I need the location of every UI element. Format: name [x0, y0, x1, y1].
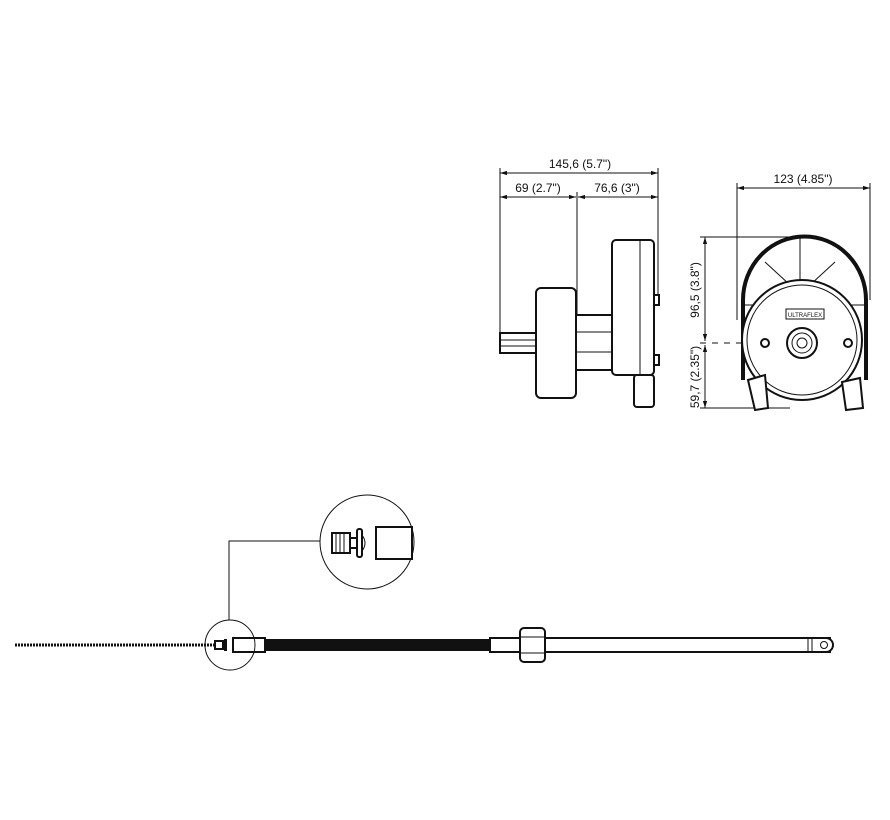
upper-height-label: 96,5 (3.8") [688, 262, 702, 318]
overall-width-label: 145,6 (5.7") [549, 157, 611, 171]
cable-jacket [265, 639, 490, 651]
rear-depth-label: 69 (2.7") [515, 181, 561, 195]
detail-marker-circle [204, 619, 256, 671]
front-view: 123 (4.85") 96,5 (3.8") 59,7 (2.35") ULT… [688, 172, 871, 412]
fitting-detail [319, 494, 415, 590]
front-dimensions: 123 (4.85") 96,5 (3.8") 59,7 (2.35") [688, 172, 871, 409]
sleeve-nut [519, 627, 546, 663]
steering-cable [15, 494, 834, 671]
side-dimensions: 145,6 (5.7") 69 (2.7") 76,6 (3") [499, 157, 659, 345]
lower-height-label: 59,7 (2.35") [688, 346, 702, 408]
eye-hole [820, 641, 828, 649]
shaft-hub [786, 327, 818, 359]
side-body [499, 239, 660, 408]
leader-line [228, 540, 320, 620]
width-label: 123 (4.85") [774, 172, 833, 186]
logo-plate [785, 308, 825, 320]
side-view: 145,6 (5.7") 69 (2.7") 76,6 (3") [499, 157, 660, 408]
front-depth-label: 76,6 (3") [594, 181, 640, 195]
front-body: ULTRAFLEX [741, 234, 868, 412]
logo-text: ULTRAFLEX [788, 313, 822, 319]
